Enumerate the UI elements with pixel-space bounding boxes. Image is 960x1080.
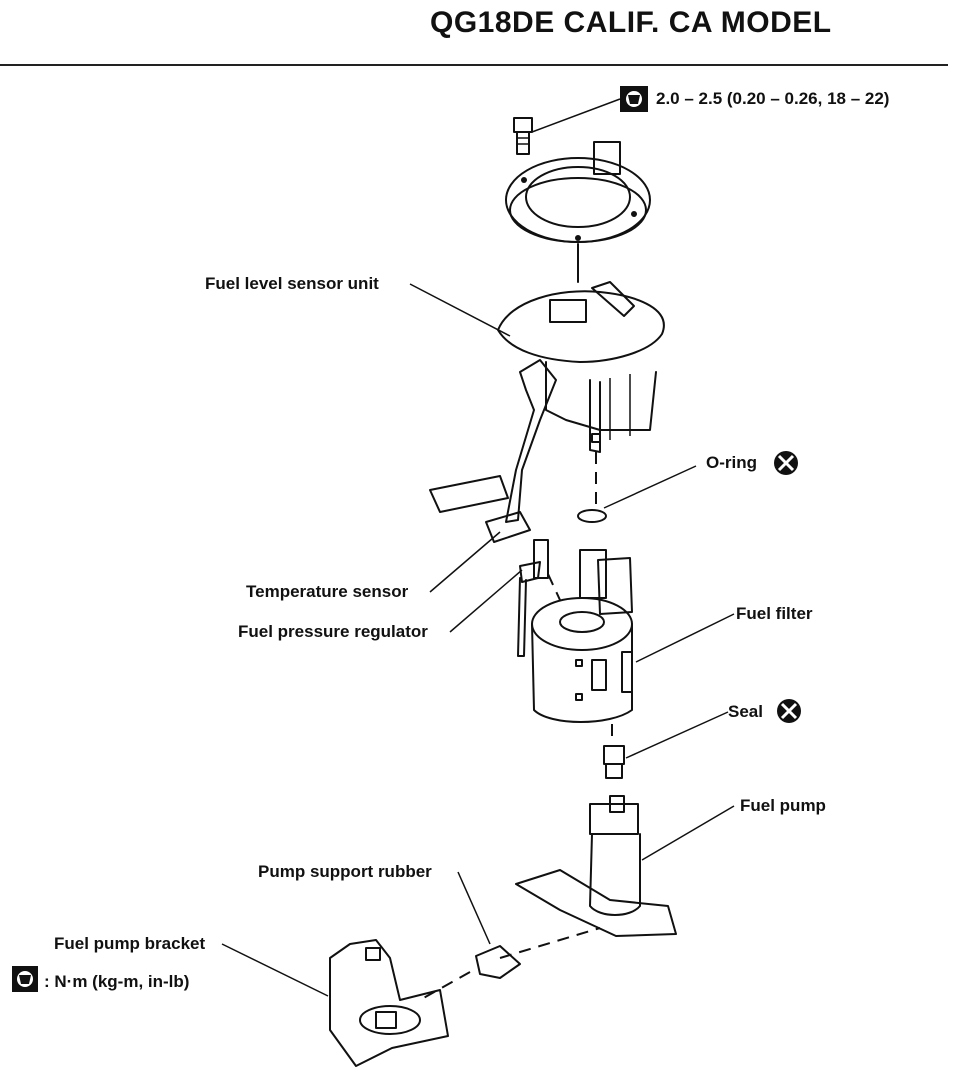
label-fuel-pump: Fuel pump: [740, 796, 826, 815]
torque-spec: 2.0 – 2.5 (0.20 – 0.26, 18 – 22): [656, 89, 890, 108]
leader-pump: [641, 805, 735, 861]
legend-units: : N·m (kg-m, in-lb): [44, 972, 190, 991]
fuel-pump: [515, 795, 677, 937]
axis-dash-4: [499, 927, 601, 959]
torque-wrench-icon: [12, 966, 38, 992]
leader-o-ring: [603, 465, 697, 509]
seal: [603, 745, 625, 779]
leader-filter: [635, 613, 735, 663]
bolt: [513, 117, 533, 155]
x-circle-icon: [774, 451, 798, 475]
label-o-ring: O-ring: [706, 453, 757, 472]
o-ring: [577, 509, 607, 523]
label-fuel-filter: Fuel filter: [736, 604, 813, 623]
axis-dash-5: [419, 971, 471, 1001]
label-fuel-pressure-regulator: Fuel pressure regulator: [238, 622, 428, 641]
fuel-level-sensor-unit: [429, 281, 665, 543]
label-pump-support-rubber: Pump support rubber: [258, 862, 432, 881]
leader-regulator: [449, 569, 523, 633]
fuel-pump-bracket: [329, 939, 449, 1067]
leader-temp: [429, 531, 501, 593]
label-fuel-level-sensor-unit: Fuel level sensor unit: [205, 274, 379, 293]
torque-wrench-icon: [620, 86, 648, 112]
page-title: QG18DE CALIF. CA MODEL: [430, 6, 832, 39]
leader-rubber: [457, 871, 491, 945]
fuel-pressure-regulator: [517, 539, 549, 657]
leader-fuel-level: [409, 283, 511, 337]
leader-torque: [531, 98, 621, 133]
label-temperature-sensor: Temperature sensor: [246, 582, 409, 601]
retainer-ring: [505, 141, 651, 243]
pump-support-rubber: [475, 945, 521, 979]
title-rule: [0, 64, 948, 66]
axis-dash-2: [547, 573, 561, 601]
fuel-filter: [531, 549, 633, 723]
leader-seal: [625, 711, 729, 759]
x-circle-icon: [777, 699, 801, 723]
leader-bracket: [221, 943, 329, 997]
label-seal: Seal: [728, 702, 763, 721]
label-fuel-pump-bracket: Fuel pump bracket: [54, 934, 206, 953]
